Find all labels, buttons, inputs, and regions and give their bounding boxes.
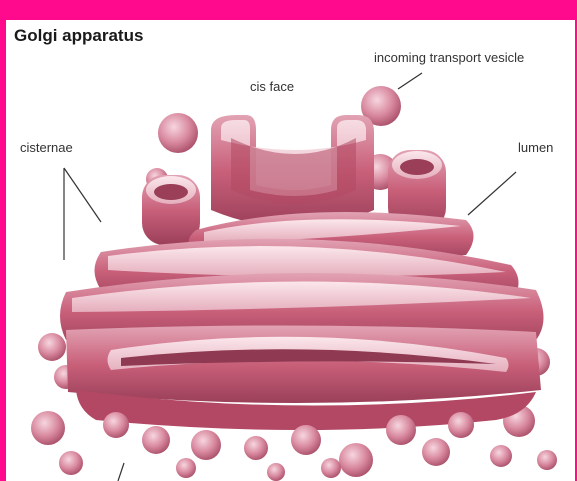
diagram-panel: Golgi apparatus cis face incoming transp… xyxy=(6,20,575,481)
vesicle xyxy=(422,438,450,466)
vesicle xyxy=(537,450,557,470)
vesicle xyxy=(59,451,83,475)
vesicle xyxy=(31,411,65,445)
label-cisternae: cisternae xyxy=(20,140,73,155)
label-incoming-vesicle: incoming transport vesicle xyxy=(374,50,524,65)
vesicle xyxy=(339,443,373,477)
vesicle-leader xyxy=(398,73,422,89)
cisternae-stack xyxy=(60,212,544,403)
lumen-leader xyxy=(468,172,516,215)
label-cis-face: cis face xyxy=(250,79,294,94)
vesicle xyxy=(38,333,66,361)
vesicle xyxy=(158,113,198,153)
vesicle xyxy=(490,445,512,467)
label-lumen: lumen xyxy=(518,140,553,155)
cisternae-leader-1 xyxy=(64,168,101,222)
trans-vesicles xyxy=(76,390,536,481)
bottom-leader xyxy=(118,463,124,481)
diagram-title: Golgi apparatus xyxy=(14,26,143,46)
